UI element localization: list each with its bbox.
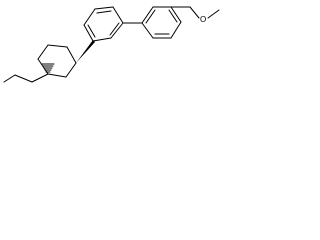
benzene-ring-right	[141, 6, 182, 39]
benzene-ring-left	[83, 6, 124, 42]
propyl-chain	[3, 73, 49, 83]
cyclohexyl-phenyl-linker-bond	[76, 40, 95, 63]
oxygen-atom-label: O	[200, 15, 206, 24]
chemical-structure: O	[3, 6, 220, 83]
axial-stereo-hash-bonds	[41, 63, 55, 73]
cyclohexane-ring	[37, 44, 77, 78]
methoxymethyl-group: O	[170, 6, 220, 24]
